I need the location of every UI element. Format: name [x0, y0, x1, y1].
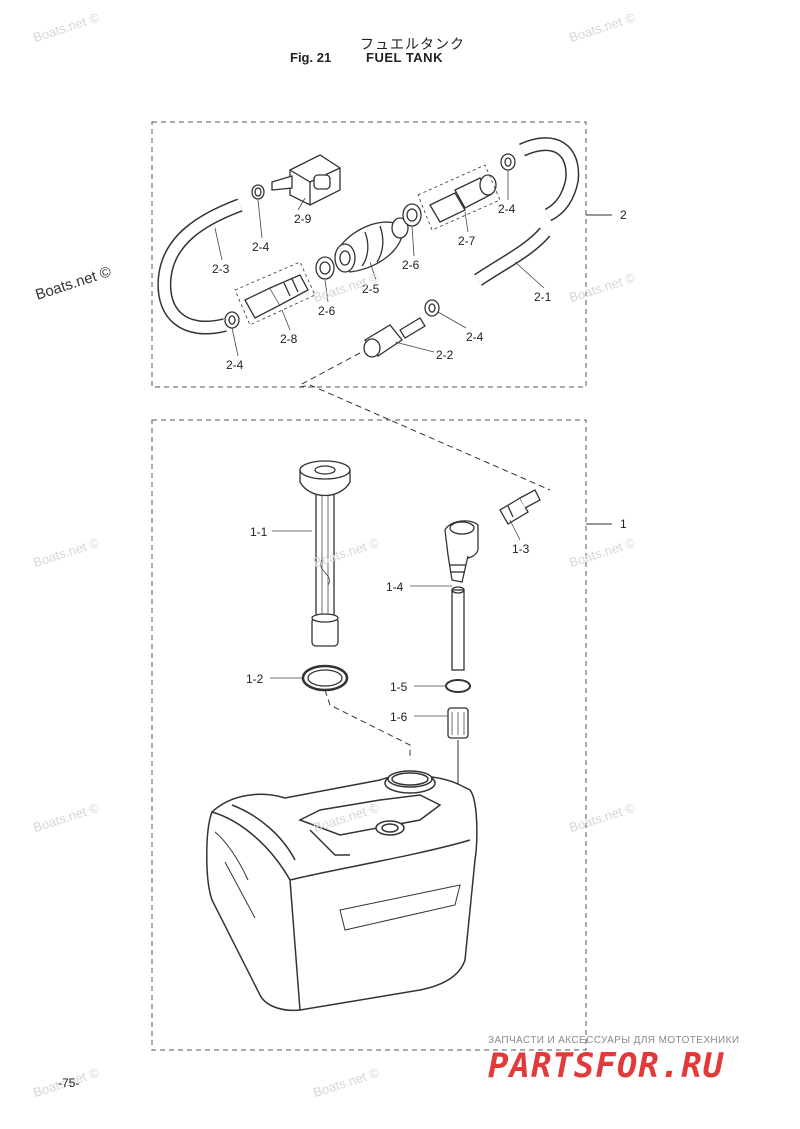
label-2-4-upper-right: 2-4: [498, 202, 516, 216]
label-2-9: 2-9: [294, 212, 312, 226]
label-1-6: 1-6: [390, 710, 408, 724]
label-1-3: 1-3: [512, 542, 530, 556]
label-2-7: 2-7: [458, 234, 476, 248]
label-2-6-right: 2-6: [402, 258, 420, 272]
page-number: -75-: [58, 1076, 80, 1090]
label-2-2: 2-2: [436, 348, 454, 362]
fuel-tank-body: [206, 770, 478, 1012]
label-2-6-left: 2-6: [318, 304, 336, 318]
label-2-5: 2-5: [362, 282, 380, 296]
group-2-box: [151, 121, 587, 388]
fitting-2-8: [234, 261, 316, 326]
label-2-4-lower-left: 2-4: [226, 358, 244, 372]
pickup-tube-1-4: [444, 520, 479, 671]
brand-tagline: ЗАПЧАСТИ И АКСЕССУАРЫ ДЛЯ МОТОТЕХНИКИ: [488, 1035, 740, 1046]
label-group-1: 1: [620, 517, 627, 531]
label-1-5: 1-5: [390, 680, 408, 694]
fitting-1-3: [499, 489, 541, 525]
label-2-3: 2-3: [212, 262, 230, 276]
group-1-box: [151, 419, 587, 1051]
label-2-4-lower-right: 2-4: [466, 330, 484, 344]
figure-number: Fig. 21: [290, 50, 332, 65]
label-1-1: 1-1: [250, 525, 268, 539]
fuel-gauge-1-1: [299, 460, 351, 647]
label-group-2: 2: [620, 208, 627, 222]
label-1-2: 1-2: [246, 672, 264, 686]
connector-2-9: [271, 154, 341, 206]
figure-title: FUEL TANK: [366, 50, 443, 65]
fitting-2-7: [417, 164, 501, 231]
label-2-1: 2-1: [534, 290, 552, 304]
title-japanese: フュエルタンク: [360, 37, 465, 53]
label-2-8: 2-8: [280, 332, 298, 346]
brand-logo: PARTSFOR.RU: [488, 1046, 725, 1086]
connector-2-2: [363, 317, 426, 358]
label-1-4: 1-4: [386, 580, 404, 594]
primer-bulb-2-5: [334, 217, 409, 273]
label-2-4-upper-left: 2-4: [252, 240, 270, 254]
